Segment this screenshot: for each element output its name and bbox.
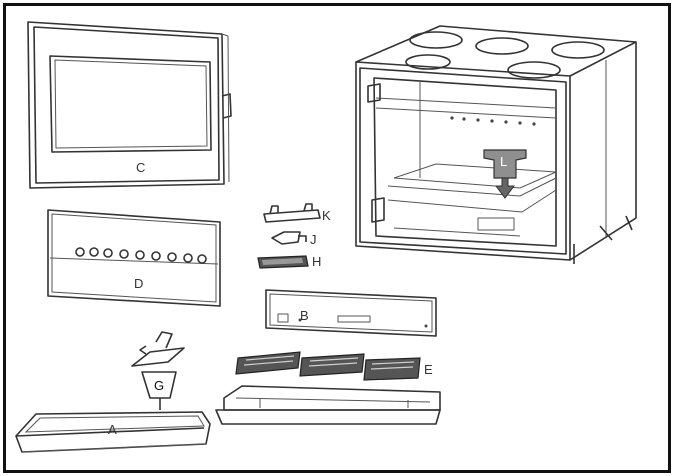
label-part-j: J bbox=[310, 232, 317, 247]
label-part-d: D bbox=[134, 276, 143, 291]
tray-part-a bbox=[15, 411, 211, 453]
label-part-b: B bbox=[300, 308, 309, 323]
door-frame-part-c bbox=[27, 21, 232, 189]
exhaust-part-l bbox=[483, 149, 527, 199]
label-part-l: L bbox=[500, 154, 507, 169]
rear-plate-part-b bbox=[265, 289, 437, 337]
burner-holes bbox=[405, 31, 605, 79]
panel-holes bbox=[75, 247, 207, 264]
label-part-c: C bbox=[136, 160, 145, 175]
rivet-row bbox=[450, 116, 536, 126]
label-part-a: A bbox=[108, 422, 117, 437]
plate-part-h bbox=[257, 255, 309, 269]
front-panel-part-d bbox=[47, 209, 221, 307]
bracket-part-k bbox=[263, 203, 321, 223]
label-part-e: E bbox=[424, 362, 433, 377]
label-part-k: K bbox=[322, 208, 331, 223]
ash-pan-right bbox=[215, 385, 441, 425]
label-part-h: H bbox=[312, 254, 321, 269]
support-part-g bbox=[131, 331, 185, 410]
firebox-body bbox=[355, 25, 637, 264]
label-part-g: G bbox=[154, 378, 164, 393]
clip-part-j bbox=[271, 231, 307, 245]
grates-part-e bbox=[235, 351, 421, 381]
